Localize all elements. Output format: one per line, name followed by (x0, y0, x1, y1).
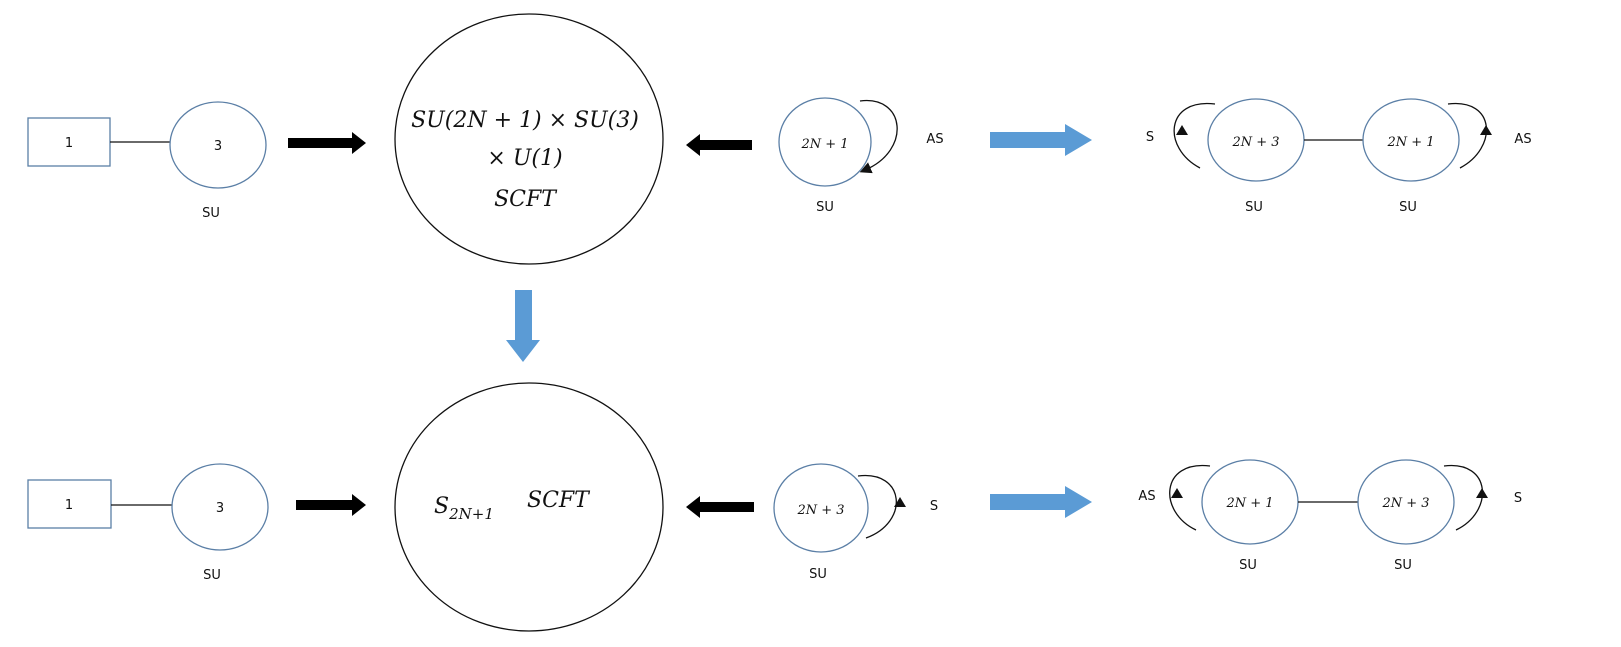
bottom-right-gauge-node (773, 463, 869, 553)
bottom-far-right-left-loop-head (1171, 488, 1183, 498)
bottom-far-right-node2-label: 2N + 3 (1381, 496, 1429, 511)
bottom-flavor-box (27, 479, 112, 529)
bottom-blue-arrow (990, 486, 1092, 518)
top-far-right-node1-group: SU (1245, 200, 1263, 215)
top-right-loop-arrow (859, 100, 898, 174)
bottom-gauge-node-group: SU (203, 568, 221, 583)
top-far-right-node2-label: 2N + 1 (1386, 135, 1434, 150)
top-far-right-left-loop-label: S (1146, 130, 1154, 145)
top-flavor-box (27, 117, 111, 167)
top-scft-line3: SCFT (494, 187, 558, 212)
top-far-right-quiver: 2N + 3 2N + 1 S AS SU SU (1146, 98, 1532, 215)
bottom-gauge-node-label: 3 (216, 501, 224, 516)
top-right-loop-label: AS (926, 132, 943, 147)
top-gauge-node (169, 101, 267, 189)
vertical-blue-arrow (506, 290, 540, 362)
top-flavor-box-label: 1 (65, 136, 73, 151)
bottom-scft-block: S2N+1 SCFT (394, 382, 664, 632)
bottom-far-right-node1-label: 2N + 1 (1225, 496, 1273, 511)
bottom-far-right-left-loop (1169, 464, 1211, 531)
top-blue-arrow (990, 124, 1092, 156)
top-gauge-node-label: 3 (214, 139, 222, 154)
top-scft-line1: SU(2N + 1) × SU(3) (411, 108, 639, 133)
top-far-right-right-loop-label: AS (1514, 132, 1531, 147)
top-far-right-node2-group: SU (1399, 200, 1417, 215)
top-far-right-right-loop-head (1480, 125, 1492, 135)
top-right-black-arrow (686, 134, 752, 156)
bottom-far-right-left-loop-label: AS (1138, 489, 1155, 504)
top-far-right-left-loop (1173, 102, 1216, 169)
bottom-far-right-node2-group: SU (1394, 558, 1412, 573)
bottom-right-quiver: 2N + 3 S SU (773, 463, 938, 582)
bottom-gauge-node (171, 463, 269, 551)
bottom-right-black-arrow (686, 496, 754, 518)
bottom-far-right-node2 (1357, 459, 1455, 545)
bottom-scft-s-subscript: 2N+1 (448, 505, 494, 523)
bottom-far-right-node1-group: SU (1239, 558, 1257, 573)
bottom-right-gauge-node-label: 2N + 3 (796, 503, 844, 518)
bottom-right-loop-head (894, 497, 906, 507)
bottom-far-right-quiver: 2N + 1 2N + 3 AS S SU SU (1138, 459, 1522, 573)
top-scft-line2: × U(1) (487, 146, 562, 171)
top-right-quiver: 2N + 1 AS SU (778, 97, 944, 215)
bottom-scft-s-base: S (434, 494, 449, 519)
top-far-right-node1-label: 2N + 3 (1231, 135, 1279, 150)
bottom-scft-circle (394, 382, 664, 632)
bottom-scft-text: SCFT (527, 488, 591, 513)
top-gauge-node-group: SU (202, 206, 220, 221)
bottom-right-loop-label: S (930, 499, 938, 514)
top-right-gauge-node-group: SU (816, 200, 834, 215)
bottom-far-right-right-loop-label: S (1514, 491, 1522, 506)
top-left-quiver: 1 3 SU (27, 101, 267, 221)
bottom-left-quiver: 1 3 SU (27, 463, 269, 583)
bottom-left-black-arrow (296, 494, 366, 516)
bottom-far-right-right-loop-head (1476, 488, 1488, 498)
top-right-gauge-node-label: 2N + 1 (800, 137, 848, 152)
top-far-right-left-loop-head (1176, 125, 1188, 135)
top-scft-block: SU(2N + 1) × SU(3) × U(1) SCFT (394, 13, 664, 265)
bottom-scft-s-label: S2N+1 (434, 494, 494, 523)
bottom-right-loop (857, 474, 897, 539)
top-left-black-arrow (288, 132, 366, 154)
bottom-right-gauge-node-group: SU (809, 567, 827, 582)
top-right-gauge-node (778, 97, 872, 187)
top-far-right-node2 (1362, 98, 1460, 182)
bottom-flavor-box-label: 1 (65, 498, 73, 513)
top-scft-circle (394, 13, 664, 265)
